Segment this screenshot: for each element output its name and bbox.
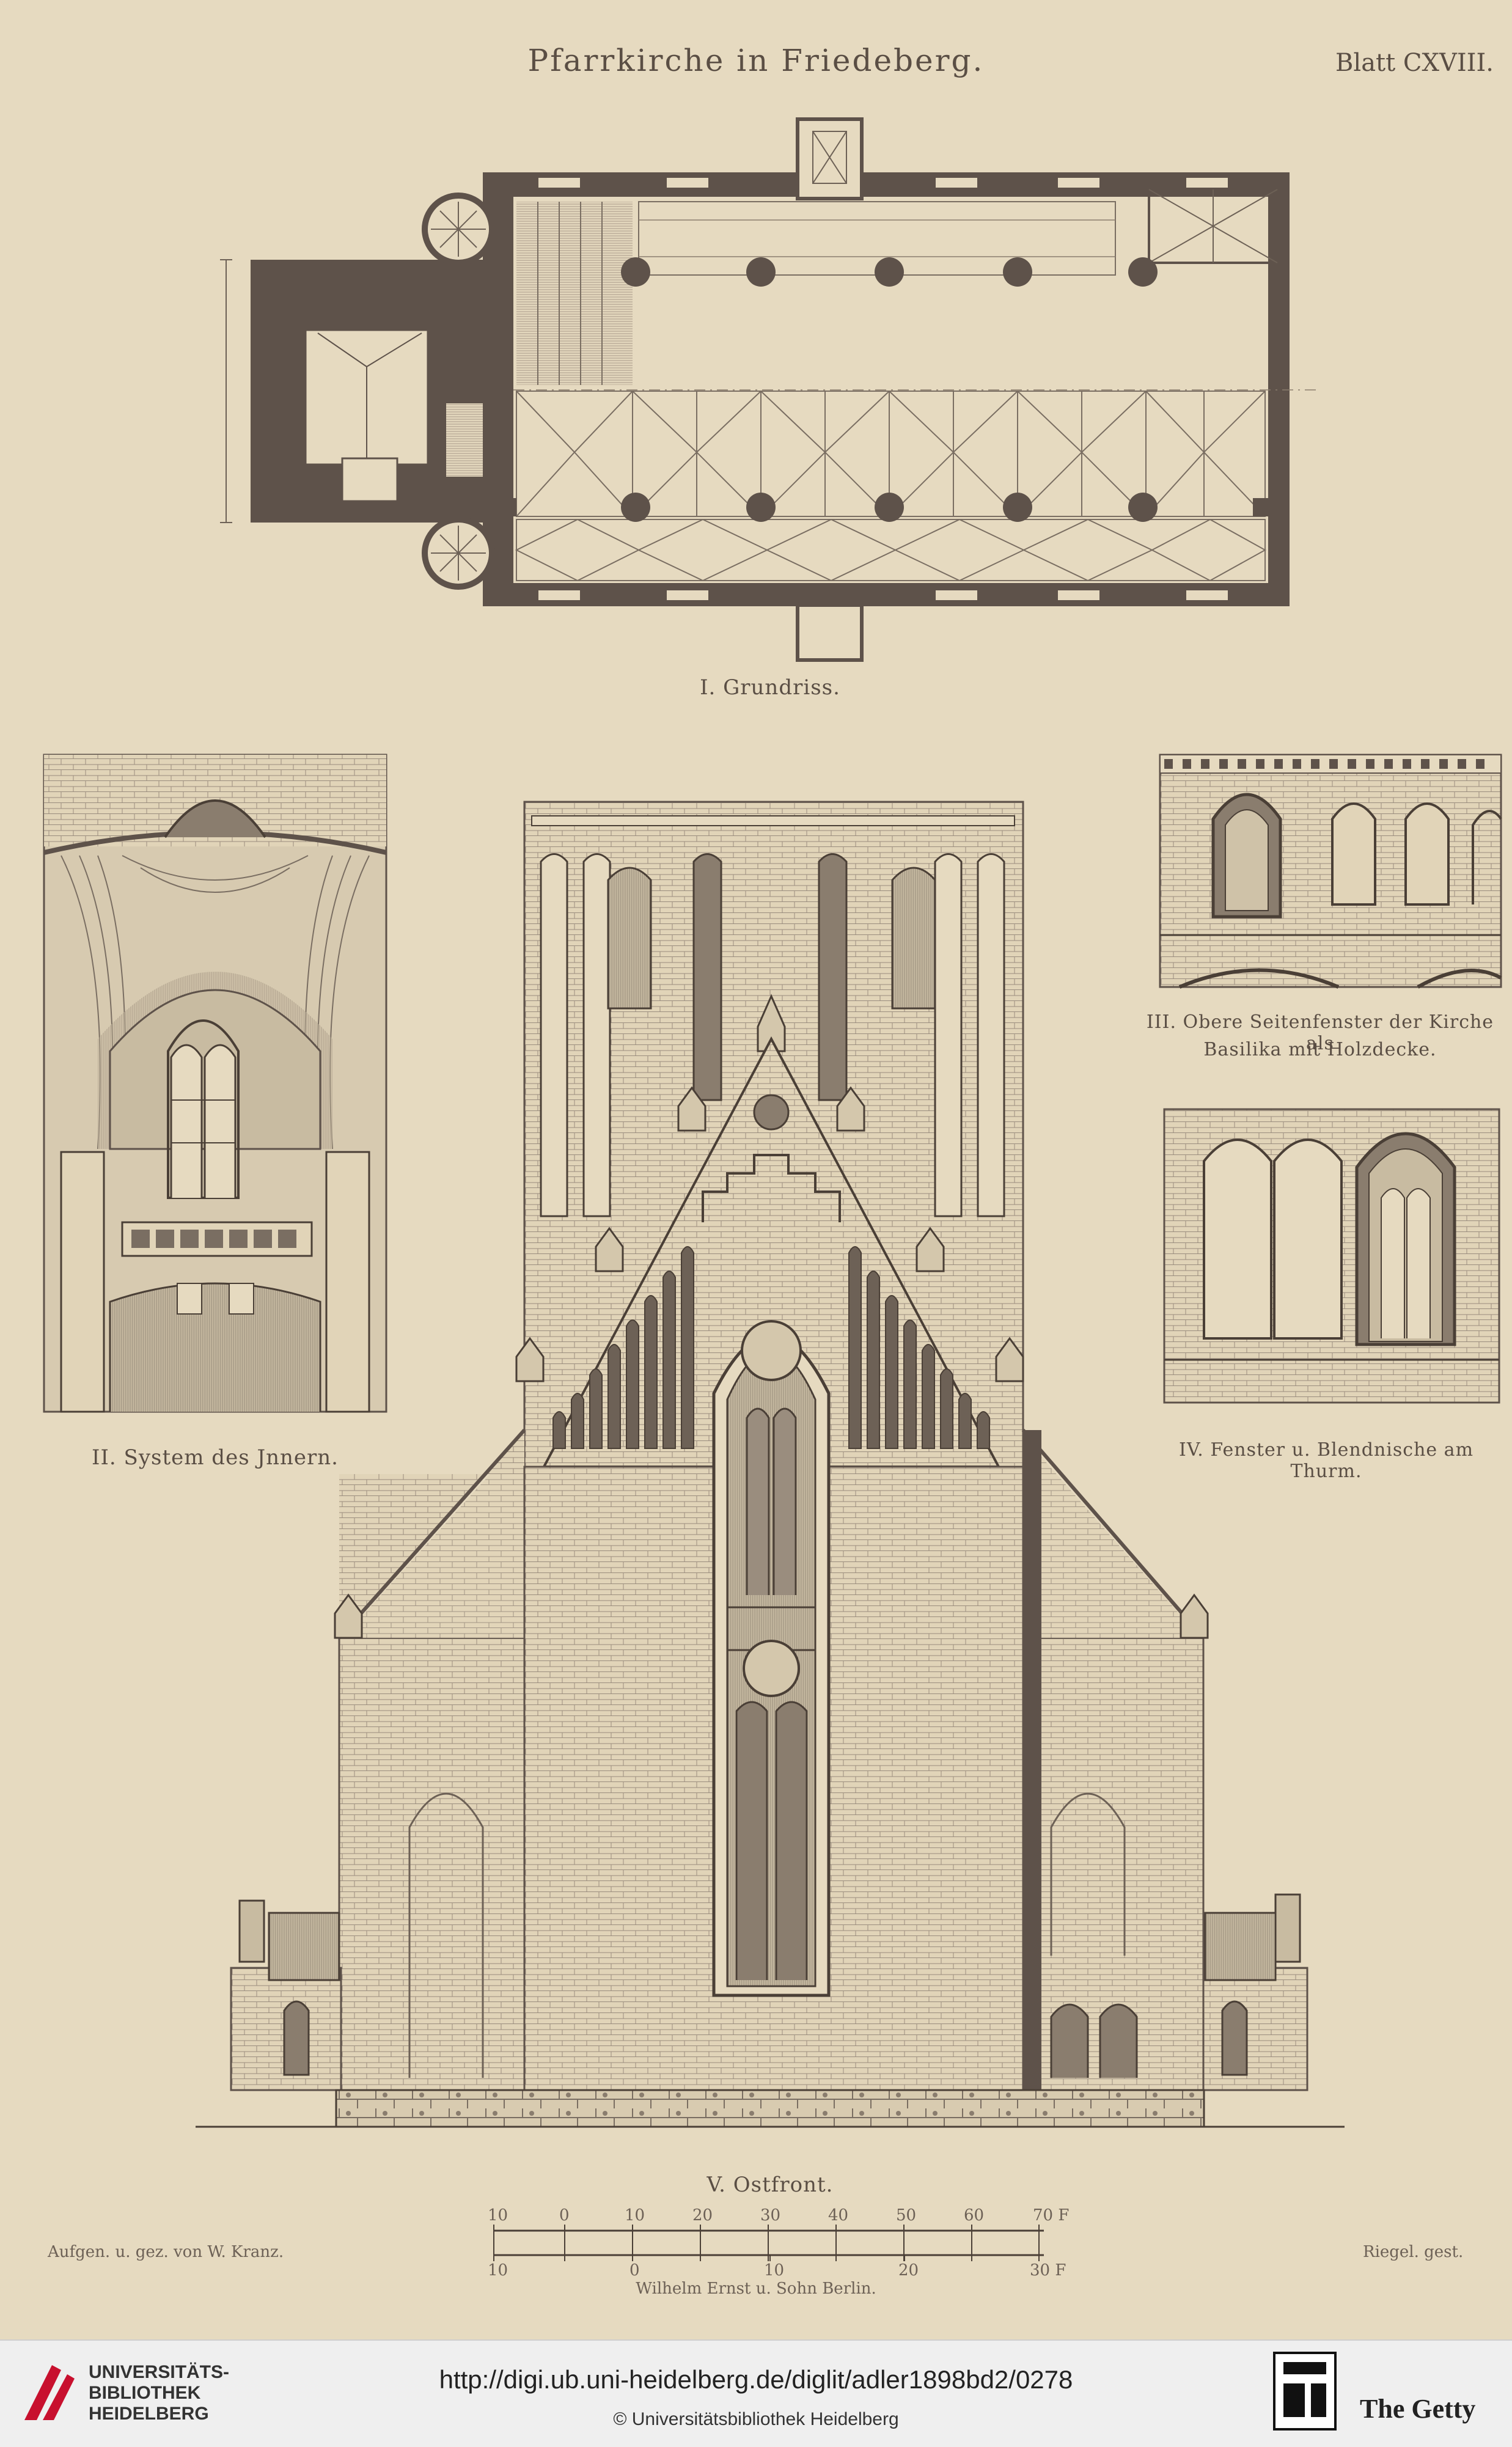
- heidelberg-logo-icon: [24, 2365, 75, 2420]
- caption-upper-windows: III. Obere Seitenfenster der Kirche als: [1146, 1011, 1494, 1054]
- getty-logo-icon: [1273, 2352, 1337, 2430]
- uni-line-2: BIBLIOTHEK: [89, 2383, 201, 2403]
- east-front-elevation: [196, 801, 1345, 2128]
- scale-top-label-3: 10: [625, 2206, 645, 2225]
- credit-publisher: Wilhelm Ernst u. Sohn Berlin.: [636, 2280, 876, 2298]
- upper-windows-drawing: [1159, 754, 1502, 989]
- library-footer: UNIVERSITÄTS- BIBLIOTHEK HEIDELBERG http…: [0, 2339, 1512, 2447]
- plate-page: Pfarrkirche in Friedeberg. Blatt CXVIII.: [43, 43, 1502, 2298]
- caption-floor-plan: I. Grundriss.: [700, 675, 840, 700]
- interior-system-drawing: [43, 754, 387, 1413]
- permalink-url[interactable]: http://digi.ub.uni-heidelberg.de/diglit/…: [439, 2365, 1073, 2394]
- scale-bottom-label-1: 10: [488, 2261, 508, 2280]
- scale-top-label-9: 70 F: [1033, 2206, 1070, 2225]
- scale-top-label-8: 60: [964, 2206, 985, 2225]
- scale-bottom-label-5: 30 F: [1030, 2261, 1066, 2280]
- scale-bottom-label-4: 20: [898, 2261, 919, 2280]
- credit-drawn-by: Aufgen. u. gez. von W. Kranz.: [48, 2243, 284, 2261]
- scale-top-label-2: 0: [559, 2206, 570, 2225]
- scale-top-label-6: 40: [828, 2206, 849, 2225]
- scale-top-label-4: 20: [692, 2206, 713, 2225]
- scale-top-label-5: 30: [760, 2206, 781, 2225]
- sheet-number: Blatt CXVIII.: [1335, 49, 1494, 77]
- caption-tower-window: IV. Fenster u. Blendnische am Thurm.: [1178, 1439, 1474, 1482]
- caption-east-front: V. Ostfront.: [706, 2173, 834, 2197]
- credit-engraver: Riegel. gest.: [1363, 2243, 1464, 2261]
- scale-bottom-label-2: 0: [629, 2261, 640, 2280]
- tower-window-drawing: [1163, 1108, 1500, 1404]
- floor-plan: [220, 117, 1320, 662]
- scale-bar: [493, 2225, 1044, 2261]
- uni-line-3: HEIDELBERG: [89, 2404, 209, 2424]
- caption-upper-windows-2: Basilika mit Holzdecke.: [1203, 1039, 1437, 1060]
- copyright-notice: © Universitätsbibliothek Heidelberg: [613, 2409, 899, 2429]
- scale-top-label-1: 10: [488, 2206, 508, 2225]
- plate-title: Pfarrkirche in Friedeberg.: [527, 43, 985, 78]
- scale-top-label-7: 50: [896, 2206, 917, 2225]
- caption-interior-system: II. System des Jnnern.: [92, 1445, 339, 1470]
- uni-line-1: UNIVERSITÄTS-: [89, 2362, 230, 2382]
- university-library-name: UNIVERSITÄTS- BIBLIOTHEK HEIDELBERG: [89, 2362, 229, 2424]
- scale-bottom-label-3: 10: [764, 2261, 785, 2280]
- architectural-drawings: [43, 117, 1502, 2261]
- getty-name: The Getty: [1360, 2394, 1476, 2424]
